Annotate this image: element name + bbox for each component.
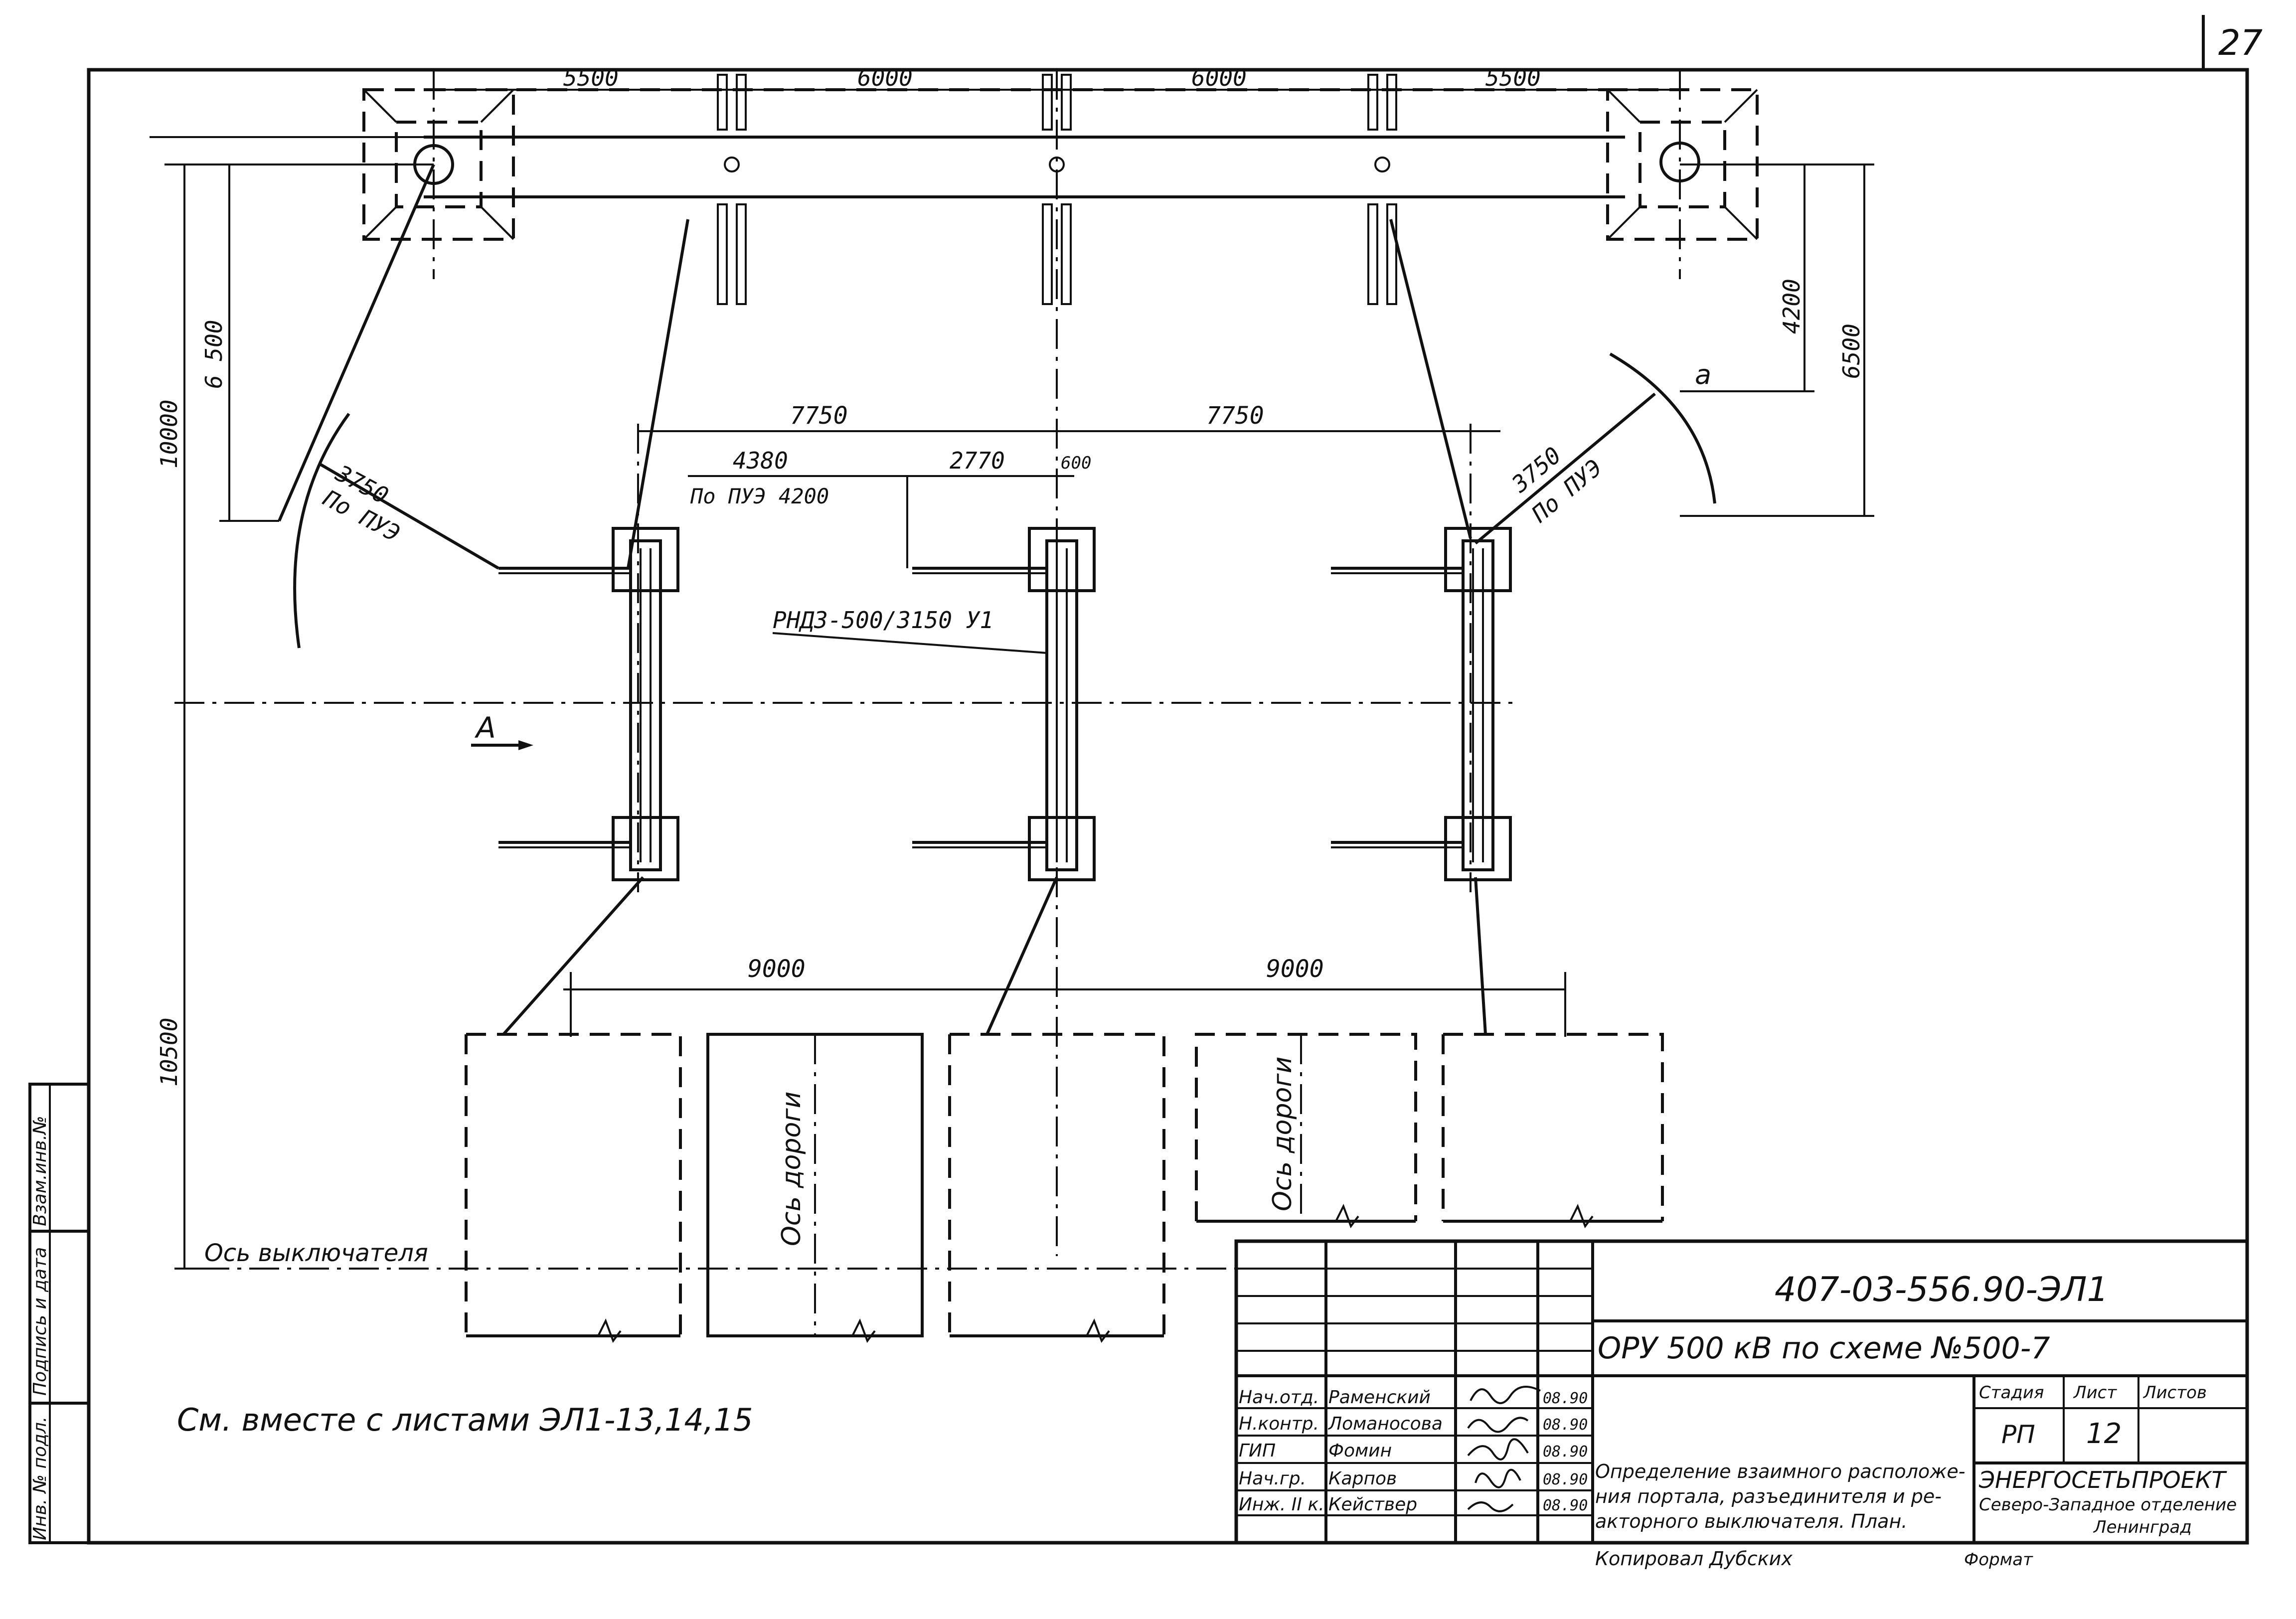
sheet-corner-number: 27 bbox=[2218, 22, 2263, 63]
bottom-dimensions: 9000 9000 bbox=[563, 955, 1566, 1037]
puz-4200: По ПУЭ 4200 bbox=[690, 484, 829, 508]
dim-10500: 10500 bbox=[156, 1018, 182, 1087]
signature-2 bbox=[1467, 1417, 1529, 1433]
dim-top-2: 6000 bbox=[857, 64, 913, 91]
dim-10000: 10000 bbox=[156, 400, 182, 469]
top-dimensions: 5500 6000 6000 5500 bbox=[434, 64, 1680, 91]
road-axis-1: Ось дороги bbox=[777, 1092, 807, 1246]
road-block-1: Ось дороги bbox=[706, 1033, 924, 1343]
dim-7750-left: 7750 bbox=[790, 402, 848, 430]
signature-4 bbox=[1475, 1468, 1521, 1488]
portal-post-1 bbox=[717, 74, 747, 305]
road-axis-2: Ось дороги bbox=[1268, 1057, 1298, 1211]
sheet-value: 12 bbox=[2086, 1418, 2122, 1450]
disconnector-2 bbox=[912, 527, 1096, 881]
dim-4200-right: 4200 bbox=[1778, 279, 1805, 334]
role-1: Нач.отд. bbox=[1239, 1387, 1319, 1408]
copied-by: Копировал Дубских bbox=[1595, 1548, 1793, 1570]
disconnector-label: РНДЗ-500/3150 У1 bbox=[773, 607, 993, 634]
side-stamp-signature-date: Подпись и дата bbox=[30, 1247, 50, 1396]
signature-3 bbox=[1467, 1438, 1529, 1460]
dim-top-3: 6000 bbox=[1191, 64, 1247, 91]
right-dimensions: 4200 6500 а bbox=[1680, 163, 1874, 517]
date-3: 08.90 bbox=[1543, 1443, 1588, 1460]
clearance-arcs: 3750 По ПУЭ 3750 По ПУЭ bbox=[278, 163, 1716, 648]
disconnector-3 bbox=[1331, 527, 1512, 881]
stage-value: РП bbox=[2001, 1420, 2035, 1449]
portal-post-2 bbox=[1042, 70, 1072, 1256]
portal-right-foundation bbox=[1606, 70, 1759, 279]
side-stamp: Инв. № подл. Подпись и дата Взам.инв.№ bbox=[28, 1083, 90, 1544]
disconnector-1 bbox=[498, 527, 679, 881]
role-2: Н.контр. bbox=[1239, 1414, 1319, 1434]
org-branch: Северо-Западное отделение bbox=[1979, 1495, 2237, 1515]
side-stamp-replace-inv: Взам.инв.№ bbox=[30, 1116, 50, 1226]
name-5: Кействер bbox=[1328, 1494, 1417, 1515]
dim-9000-right: 9000 bbox=[1266, 955, 1324, 983]
road-block-2: Ось дороги bbox=[1195, 1033, 1417, 1229]
portal-left-foundation bbox=[362, 70, 515, 279]
format-label: Формат bbox=[1964, 1550, 2033, 1570]
col-stage: Стадия bbox=[1979, 1383, 2044, 1403]
point-a: а bbox=[1695, 359, 1711, 390]
dim-7750-right: 7750 bbox=[1206, 402, 1264, 430]
col-sheet: Лист bbox=[2073, 1383, 2117, 1403]
dim-2770: 2770 bbox=[950, 447, 1005, 474]
date-1: 08.90 bbox=[1543, 1390, 1588, 1407]
dim-6500-left: 6 500 bbox=[200, 320, 227, 389]
project-name: ОРУ 500 кВ по схеме №500-7 bbox=[1598, 1331, 2050, 1366]
sheet-frame bbox=[87, 68, 2249, 1545]
title-block: 407-03-556.90-ЭЛ1 ОРУ 500 кВ по схеме №5… bbox=[1234, 1239, 2249, 1545]
signature-1 bbox=[1470, 1386, 1541, 1404]
dim-9000-left: 9000 bbox=[748, 955, 806, 983]
doc-code: 407-03-556.90-ЭЛ1 bbox=[1775, 1270, 2109, 1309]
sheet-title-1: Определение взаимного расположе- bbox=[1595, 1460, 1965, 1482]
role-4: Нач.гр. bbox=[1239, 1468, 1306, 1489]
breaker-axis-label: Ось выключателя bbox=[204, 1239, 428, 1267]
name-1: Раменский bbox=[1328, 1387, 1431, 1408]
side-stamp-inv-no: Инв. № подл. bbox=[30, 1417, 50, 1540]
dim-4380: 4380 bbox=[733, 447, 788, 474]
date-5: 08.90 bbox=[1543, 1497, 1588, 1514]
sheet-title-3: акторного выключателя. План. bbox=[1595, 1510, 1907, 1532]
date-4: 08.90 bbox=[1543, 1471, 1588, 1488]
section-a-label: А bbox=[474, 711, 496, 745]
portal-beam bbox=[150, 88, 1625, 198]
mid-dimensions: 7750 7750 4380 2770 600 По ПУЭ 4200 bbox=[637, 402, 1500, 892]
sheet-title-2: ния портала, разъединителя и ре- bbox=[1595, 1485, 1942, 1507]
breaker-block-2 bbox=[948, 876, 1165, 1343]
name-4: Карпов bbox=[1328, 1468, 1397, 1489]
col-sheets: Листов bbox=[2142, 1383, 2207, 1403]
portal-post-3 bbox=[1367, 74, 1397, 305]
role-5: Инж. II к. bbox=[1239, 1494, 1324, 1515]
role-3: ГИП bbox=[1239, 1441, 1276, 1461]
left-dimensions: 10000 6 500 10500 bbox=[156, 163, 1520, 1270]
see-also-note: См. вместе с листами ЭЛ1-13,14,15 bbox=[177, 1402, 753, 1438]
org-name: ЭНЕРГОСЕТЬПРОЕКТ bbox=[1978, 1466, 2227, 1493]
dim-6500-right: 6500 bbox=[1838, 324, 1865, 379]
signature-5 bbox=[1467, 1501, 1514, 1512]
dim-top-4: 5500 bbox=[1485, 64, 1541, 91]
breaker-block-3 bbox=[1442, 877, 1664, 1229]
org-city: Ленинград bbox=[2093, 1517, 2192, 1537]
name-3: Фомин bbox=[1328, 1441, 1392, 1461]
dim-600: 600 bbox=[1061, 453, 1091, 473]
date-2: 08.90 bbox=[1543, 1416, 1588, 1434]
dim-top-1: 5500 bbox=[563, 64, 619, 91]
name-2: Ломаносова bbox=[1327, 1414, 1443, 1434]
breaker-block-1 bbox=[465, 876, 682, 1343]
